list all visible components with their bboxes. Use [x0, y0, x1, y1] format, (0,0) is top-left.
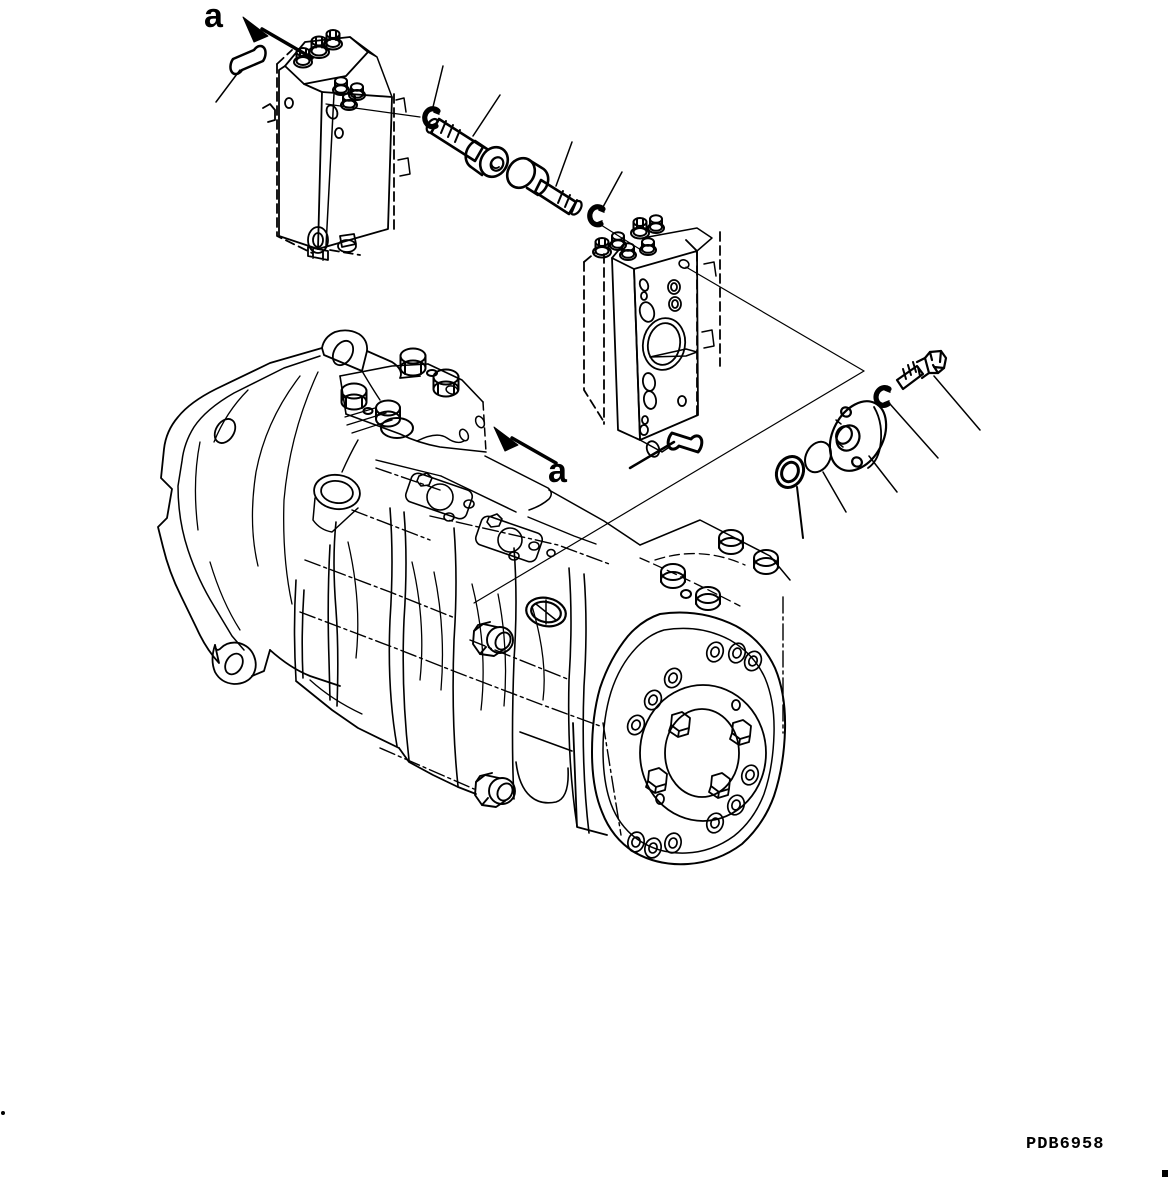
svg-text:a: a [548, 452, 568, 490]
svg-text:a: a [204, 0, 224, 35]
svg-text:PDB6958: PDB6958 [1026, 1135, 1104, 1154]
